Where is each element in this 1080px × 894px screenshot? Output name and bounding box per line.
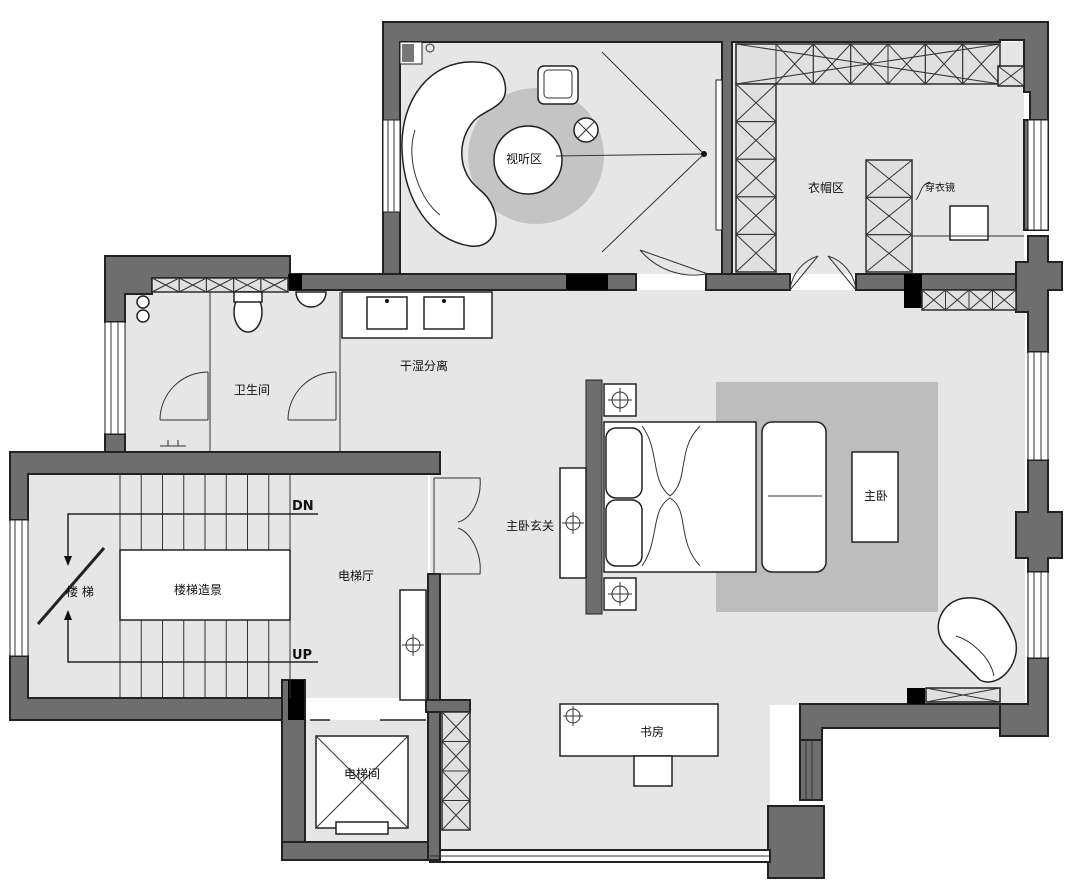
cabinet-hatch <box>735 83 777 122</box>
down-label: DN <box>292 499 314 514</box>
desk <box>559 703 719 757</box>
lounge-chair <box>937 597 1017 683</box>
cabinet-hatch <box>151 277 180 293</box>
side-table <box>851 451 899 543</box>
dressing-mirror-label: 穿衣镜 <box>925 181 955 194</box>
cabinet-hatch <box>865 196 913 236</box>
cabinet-cell <box>260 277 289 293</box>
cabinet-hatch <box>735 158 777 198</box>
study-label: 书房 <box>640 724 664 739</box>
cabinet-hatch <box>260 277 289 293</box>
wash-basin <box>295 291 327 308</box>
elevator: 电梯间 <box>310 719 426 835</box>
cabinet-hatch <box>206 277 234 293</box>
av-room: 视听区 <box>399 41 723 276</box>
cabinet-cell <box>992 289 1017 311</box>
cabinet-hatch <box>850 43 889 85</box>
cabinet-hatch <box>441 711 471 742</box>
cabinet-hatch <box>735 196 777 235</box>
elevator-hall-label: 电梯厅 <box>338 569 374 583</box>
up-label: UP <box>292 648 312 663</box>
cabinet-hatch <box>178 277 207 293</box>
cabinet-hatch <box>887 43 926 85</box>
cabinet-hatch <box>441 800 471 831</box>
cabinet-hatch <box>865 234 913 273</box>
cabinet-cell <box>735 233 777 273</box>
vanity: 干湿分离 <box>341 291 493 373</box>
wet-dry-label: 干湿分离 <box>400 358 448 373</box>
dressing-stool <box>949 205 989 241</box>
elevator-label: 电梯间 <box>344 767 380 781</box>
cabinet-hatch <box>233 277 262 293</box>
cabinet-cell <box>865 234 913 273</box>
cabinet-hatch <box>921 289 946 311</box>
cabinet-hatch <box>441 770 471 801</box>
cabinet-hatch <box>924 43 964 85</box>
master-foyer-label: 主卧玄关 <box>506 518 554 533</box>
cabinet-hatch <box>775 43 814 85</box>
cloakroom: 衣帽区 穿衣镜 <box>735 43 1025 291</box>
av-zone-label: 视听区 <box>506 151 542 166</box>
stair-hall: DN UP 楼 梯 楼梯造景 电梯厅 <box>36 474 481 831</box>
stair-feature-label: 楼梯造景 <box>174 582 222 597</box>
cabinet-hatch <box>812 43 852 85</box>
bench <box>761 421 827 573</box>
study: 书房 <box>559 703 719 787</box>
bathroom-label: 卫生间 <box>234 383 270 397</box>
cabinet-hatch <box>865 159 913 198</box>
desk-chair <box>633 755 673 787</box>
cabinet-hatch <box>968 289 993 311</box>
cabinet-hatch <box>962 43 1001 85</box>
bathroom: 卫生间 <box>136 277 341 452</box>
cabinet-hatch <box>945 289 970 311</box>
cabinet-hatch <box>735 234 777 273</box>
master-bedroom-label: 主卧 <box>864 489 888 503</box>
cabinet-cell <box>962 43 1001 85</box>
cabinet-cell <box>441 800 471 831</box>
master-bedroom: 主卧玄关 主卧 <box>506 289 1017 703</box>
windows <box>9 119 1049 857</box>
stairs-label: 楼 梯 <box>66 584 94 599</box>
stair-feature <box>119 549 291 621</box>
armchair <box>537 65 579 105</box>
headboard-wall <box>585 379 603 615</box>
cabinet-hatch <box>441 741 471 772</box>
cloakroom-label: 衣帽区 <box>808 180 844 195</box>
cabinet-hatch <box>992 289 1017 311</box>
curved-sofa <box>401 61 507 247</box>
cabinet-hatch <box>735 121 777 160</box>
